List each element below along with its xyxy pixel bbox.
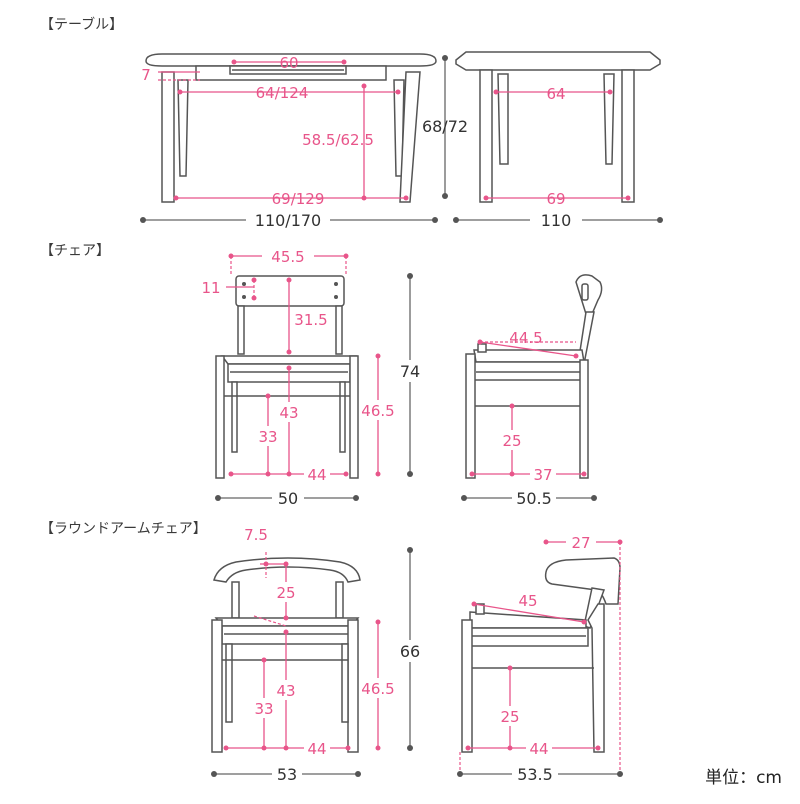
chair-front-drawing [215, 275, 359, 479]
table-leg-inner-side-label: 64 [546, 85, 565, 103]
arm-chair-back-height-label: 25 [276, 584, 295, 602]
chair-arm-height-label: 46.5 [361, 402, 394, 420]
chair-side-drawing [465, 274, 603, 479]
chair-section-title: 【チェア】 [40, 243, 110, 259]
chair-leg-depth-label: 37 [533, 466, 552, 484]
chair-back-height-label: 31.5 [294, 311, 327, 329]
arm-chair-seat-depth-label: 45 [518, 592, 537, 610]
arm-chair-width-label: 53 [277, 765, 297, 784]
table-side-drawing [455, 51, 661, 203]
chair-width-label: 50 [278, 489, 298, 508]
chair-stretcher-height-label: 33 [258, 428, 277, 446]
table-leg-outer-side-label: 69 [546, 190, 565, 208]
unit-note: 単位：cm [705, 768, 782, 788]
arm-chair-side-drawing [461, 557, 621, 753]
arm-chair-section-title: 【ラウンドアームチェア】 [40, 521, 207, 537]
table-leg-inner-front-label: 64/124 [256, 84, 309, 102]
chair-back-width-label: 45.5 [271, 248, 304, 266]
table-front-dimension-lines [140, 55, 448, 223]
arm-chair-height-label: 66 [400, 642, 420, 661]
table-leg-height-label: 58.5/62.5 [302, 131, 374, 149]
chair-seat-depth-label: 44.5 [509, 329, 542, 347]
arm-chair-leg-width-label: 44 [307, 740, 326, 758]
table-depth-label: 110 [541, 211, 572, 230]
chair-height-label: 74 [400, 362, 420, 381]
table-extension-label: 60 [279, 54, 298, 72]
table-leg-outer-front-label: 69/129 [272, 190, 325, 208]
chair-leg-width-label: 44 [307, 466, 326, 484]
chair-side-stretcher-label: 25 [502, 432, 521, 450]
chair-hole-spacing-label: 11 [201, 279, 220, 297]
table-front-drawing [145, 53, 437, 203]
chair-depth-label: 50.5 [516, 489, 552, 508]
arm-chair-stretcher-height-label: 33 [254, 700, 273, 718]
chair-side-dimension-lines [461, 339, 597, 501]
arm-chair-leg-depth-label: 44 [529, 740, 548, 758]
arm-chair-seat-height-label: 43 [276, 682, 295, 700]
arm-chair-back-offset-label: 7.5 [244, 526, 268, 544]
table-section-title: 【テーブル】 [40, 17, 124, 33]
arm-chair-top-depth-label: 27 [571, 534, 590, 552]
chair-seat-height-label: 43 [279, 404, 298, 422]
table-height-label: 68/72 [422, 117, 468, 136]
arm-chair-side-stretcher-label: 25 [500, 708, 519, 726]
arm-chair-front-drawing [211, 557, 361, 753]
table-width-label: 110/170 [255, 211, 321, 230]
arm-chair-arm-height-label: 46.5 [361, 680, 394, 698]
arm-chair-depth-label: 53.5 [517, 765, 553, 784]
table-apron-label: 7 [141, 66, 151, 84]
